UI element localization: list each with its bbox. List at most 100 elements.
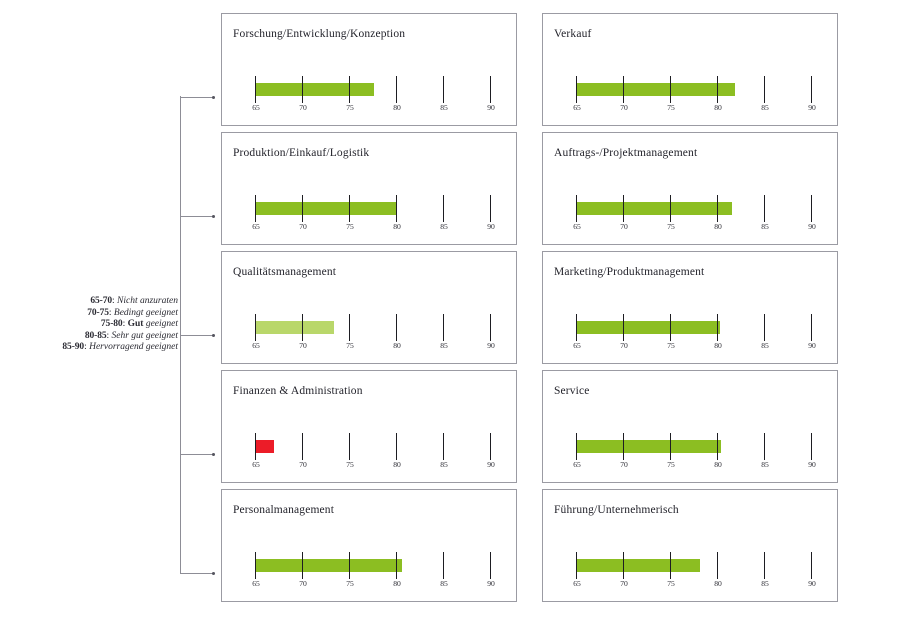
legend-label-strong: Gut xyxy=(127,319,144,330)
panel-title: Personalmanagement xyxy=(233,504,335,516)
axis-tick-label: 85 xyxy=(440,103,448,112)
axis-tick xyxy=(811,76,812,103)
legend-row: 75-80: Gut geeignet xyxy=(10,319,178,331)
panel-title: Finanzen & Administration xyxy=(233,385,363,397)
connector-node-dot xyxy=(212,334,215,337)
axis-tick xyxy=(255,76,256,103)
axis-tick xyxy=(396,552,397,579)
axis-tick xyxy=(576,552,577,579)
axis-tick xyxy=(443,76,444,103)
axis-tick xyxy=(349,433,350,460)
axis-tick xyxy=(576,314,577,341)
score-bar xyxy=(255,559,402,572)
axis-tick xyxy=(623,195,624,222)
axis-tick xyxy=(623,433,624,460)
legend-row: 65-70: Nicht anzuraten xyxy=(10,296,178,308)
panel-title: Auftrags-/Projektmanagement xyxy=(554,147,698,159)
panel-title: Führung/Unternehmerisch xyxy=(554,504,679,516)
axis-tick-label: 90 xyxy=(808,103,816,112)
axis-tick-label: 85 xyxy=(761,460,769,469)
axis-tick-label: 75 xyxy=(667,460,675,469)
legend-range: 75-80 xyxy=(100,319,123,330)
axis-tick-label: 70 xyxy=(620,222,628,231)
axis-tick xyxy=(490,552,491,579)
axis-tick xyxy=(811,552,812,579)
connector-node-dot xyxy=(212,215,215,218)
axis-tick xyxy=(443,433,444,460)
connector-branch xyxy=(180,454,213,455)
connector-node-dot xyxy=(212,96,215,99)
legend-separator: : xyxy=(122,319,128,330)
axis-tick xyxy=(717,76,718,103)
axis-tick-label: 65 xyxy=(573,103,581,112)
axis-tick xyxy=(717,552,718,579)
legend-range: 85-90 xyxy=(62,342,85,353)
score-bar xyxy=(576,83,735,96)
axis-tick-label: 90 xyxy=(808,579,816,588)
score-bar xyxy=(576,202,733,215)
panel-title: Qualitätsmanagement xyxy=(233,266,337,278)
axis-tick-label: 90 xyxy=(487,341,495,350)
score-bar xyxy=(576,440,721,453)
axis-tick-label: 90 xyxy=(808,341,816,350)
legend-separator: : xyxy=(84,342,90,353)
axis-tick-label: 75 xyxy=(346,341,354,350)
legend-label: geeignet xyxy=(143,319,178,330)
axis-tick-label: 65 xyxy=(252,222,260,231)
axis-tick xyxy=(349,195,350,222)
axis-tick-label: 85 xyxy=(761,222,769,231)
axis-tick xyxy=(576,195,577,222)
axis-tick xyxy=(764,76,765,103)
axis-tick-label: 80 xyxy=(393,579,401,588)
axis-tick xyxy=(764,433,765,460)
axis-tick xyxy=(764,195,765,222)
axis-tick-label: 90 xyxy=(487,579,495,588)
axis-tick-label: 85 xyxy=(440,341,448,350)
axis-tick-label: 90 xyxy=(487,103,495,112)
axis-tick-label: 80 xyxy=(714,222,722,231)
axis-tick xyxy=(670,76,671,103)
axis-tick-label: 80 xyxy=(393,103,401,112)
axis-tick-label: 80 xyxy=(393,222,401,231)
axis-tick-label: 75 xyxy=(667,341,675,350)
connector-branch xyxy=(180,216,213,217)
axis-tick xyxy=(670,314,671,341)
axis-tick-label: 70 xyxy=(299,103,307,112)
axis-tick-label: 75 xyxy=(346,222,354,231)
axis-tick xyxy=(490,433,491,460)
axis-tick xyxy=(349,552,350,579)
legend-separator: : xyxy=(112,296,118,306)
panel-title: Produktion/Einkauf/Logistik xyxy=(233,147,370,159)
axis-tick-label: 80 xyxy=(393,460,401,469)
axis-tick-label: 70 xyxy=(299,579,307,588)
axis-tick-label: 80 xyxy=(714,103,722,112)
legend-label: Sehr gut geeignet xyxy=(111,330,178,341)
axis-tick xyxy=(670,195,671,222)
axis-tick-label: 75 xyxy=(346,103,354,112)
axis-tick xyxy=(490,314,491,341)
axis-tick xyxy=(811,195,812,222)
axis-tick xyxy=(255,195,256,222)
axis-tick-label: 70 xyxy=(620,579,628,588)
connector-branch xyxy=(180,97,213,98)
axis-tick xyxy=(764,314,765,341)
axis-tick-label: 85 xyxy=(440,222,448,231)
axis-tick xyxy=(255,314,256,341)
axis-tick xyxy=(811,433,812,460)
connector-node-dot xyxy=(212,453,215,456)
